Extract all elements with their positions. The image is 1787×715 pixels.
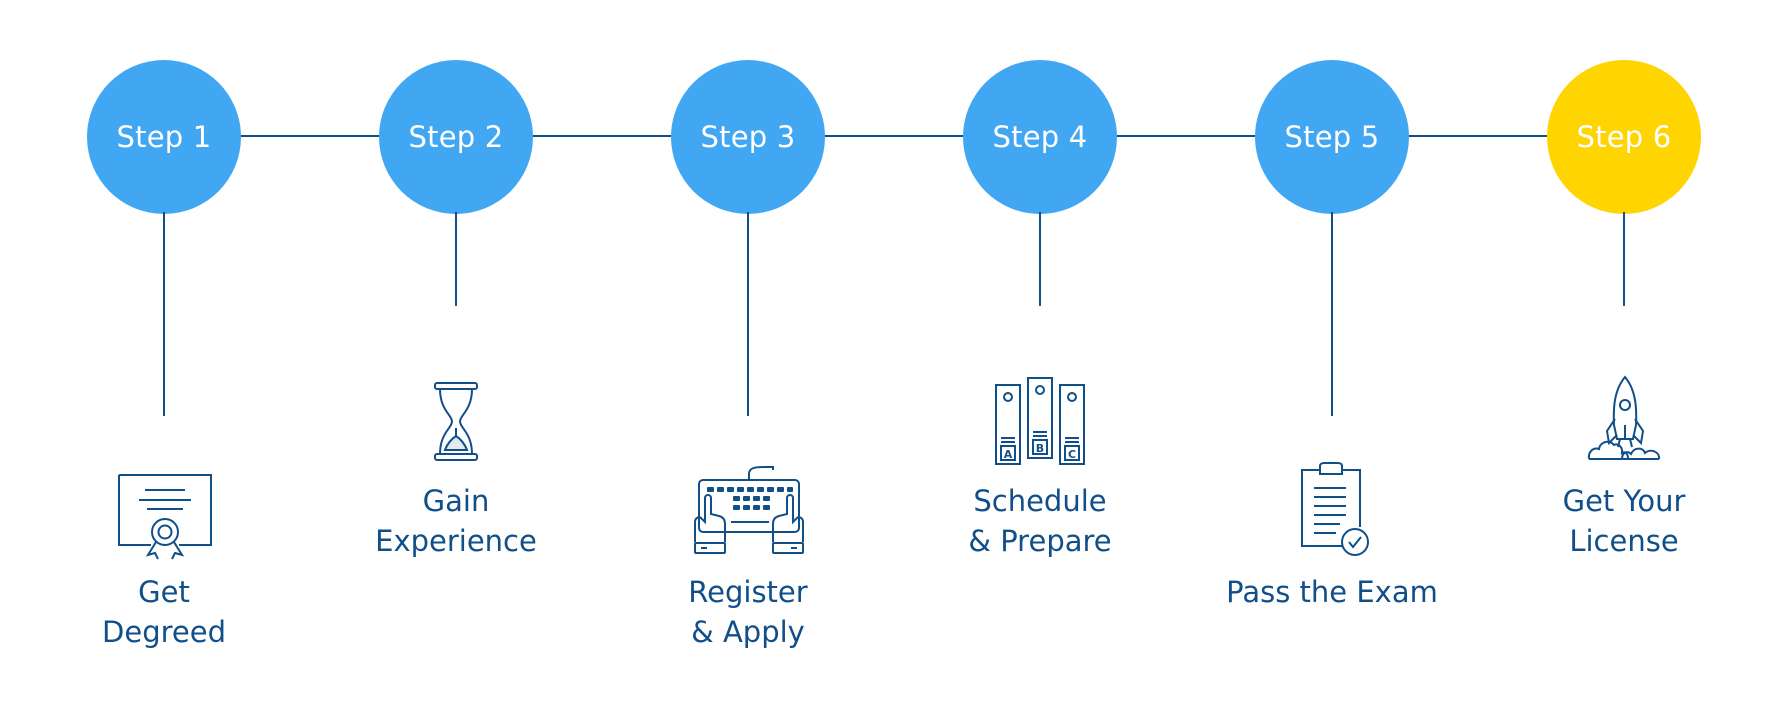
connector-line [1408,135,1548,137]
step-6-label-line-1: Get Your [1562,484,1686,518]
step-2-circle: Step 2 [379,60,533,214]
step-1-label-line-1: Get [138,575,190,609]
step-5-circle: Step 5 [1255,60,1409,214]
binder-letter-b: B [1036,442,1044,455]
keyboard-icon [693,464,805,557]
step-5-stem [1331,212,1333,416]
step-4-label-line-2: & Prepare [968,524,1112,558]
step-3-label-line-1: Register [688,575,808,609]
binder-letter-c: C [1068,448,1076,461]
connector-line [824,135,964,137]
step-4-label-line-1: Schedule [973,484,1107,518]
step-4-stem [1039,212,1041,306]
step-4-circle: Step 4 [963,60,1117,214]
step-6-stem [1623,212,1625,306]
binder-letter-a: A [1004,448,1013,461]
step-2-stem [455,212,457,306]
step-1-label-line-2: Degreed [102,615,226,649]
step-2-label: Gain Experience [306,481,606,561]
hourglass-icon [431,382,481,462]
binders-icon: A B C [994,376,1086,466]
clipboard-check-icon [1298,462,1370,556]
step-3-stem [747,212,749,416]
step-3-label-line-2: & Apply [691,615,805,649]
step-5-label-line-1: Pass the Exam [1226,575,1438,609]
step-6-circle: Step 6 [1547,60,1701,214]
connector-line [532,135,672,137]
step-1-stem [163,212,165,416]
step-1-label: Get Degreed [14,572,314,652]
rocket-icon [1587,375,1663,463]
step-3-label: Register & Apply [598,572,898,652]
connector-line [240,135,380,137]
step-6-label: Get Your License [1474,481,1774,561]
step-2-label-line-2: Experience [375,524,537,558]
step-1-circle: Step 1 [87,60,241,214]
step-3-circle: Step 3 [671,60,825,214]
step-5-label: Pass the Exam [1182,572,1482,612]
certificate-icon [117,473,213,560]
step-6-label-line-2: License [1569,524,1679,558]
step-2-label-line-1: Gain [422,484,490,518]
step-4-label: Schedule & Prepare [890,481,1190,561]
connector-line [1116,135,1256,137]
